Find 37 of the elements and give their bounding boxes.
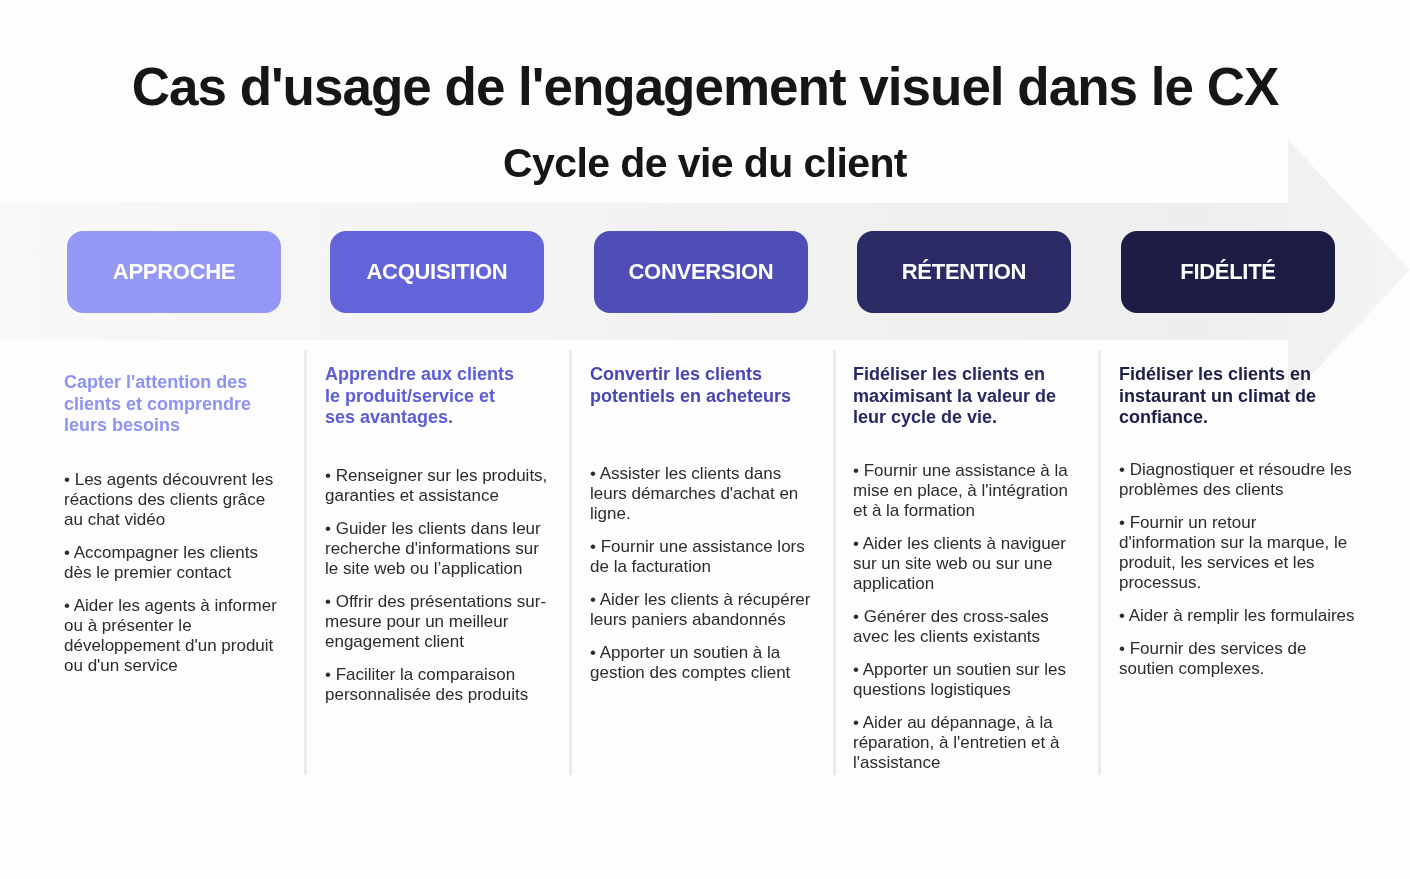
column-heading: Apprendre aux clients le produit/service et ses avantages. [325, 364, 516, 429]
bullet-text: • Apporter un soutien à la gestion des comptes client [590, 643, 792, 683]
column-heading: Convertir les clients potentiels en acheteurs [590, 364, 793, 407]
column-heading: Capter l'attention des clients et comprendre leurs besoins [64, 372, 253, 437]
stage-label: CONVERSION [628, 259, 774, 285]
stage-label: RÉTENTION [901, 259, 1027, 285]
subtitle: Cycle de vie du client [502, 140, 908, 187]
bullet-text: • Générer des cross-sales avec les clients existants [853, 607, 1050, 647]
stage-label: ACQUISITION [366, 259, 508, 285]
bullet-text: • Les agents découvrent les réactions des clients grâce au chat vidéo [64, 470, 275, 530]
stage-box [67, 231, 281, 313]
bullet-text: • Aider au dépannage, à la réparation, à l'entretien et à l'assistance [853, 713, 1061, 773]
bullet-text: • Fournir une assistance lors de la facturation [590, 537, 806, 577]
bullet-text: • Offrir des présentations sur-mesure pour un meilleur engagement client [325, 592, 548, 652]
stage-box [1121, 231, 1335, 313]
bullet-text: • Aider les clients à récupérer leurs paniers abandonnés [590, 590, 812, 630]
bullet-text: • Faciliter la comparaison personnalisée des produits [325, 665, 530, 705]
bullet-text: • Diagnostiquer et résoudre les problèmes des clients [1119, 460, 1353, 500]
column-heading: Fidéliser les clients en instaurant un climat de confiance. [1119, 364, 1318, 429]
bullet-text: • Assister les clients dans leurs démarches d'achat en ligne. [590, 464, 800, 524]
bullet-text: • Aider les clients à naviguer sur un site web ou sur une application [853, 534, 1067, 594]
stage-box [330, 231, 544, 313]
bullet-text: • Aider à remplir les formulaires [1119, 606, 1355, 626]
bullet-text: • Fournir des services de soutien complexes. [1119, 639, 1308, 679]
stage-label: APPROCHE [112, 259, 236, 285]
bullet-text: • Guider les clients dans leur recherche d'informations sur le site web ou l’application [325, 519, 542, 579]
bullet-text: • Aider les agents à informer ou à présenter le développement d'un produit ou d'un service [64, 596, 278, 676]
bullet-text: • Fournir un retour d'information sur la marque, le produit, les services et les processus. [1119, 513, 1349, 593]
stage-label: FIDÉLITÉ [1180, 259, 1276, 285]
stage-box [857, 231, 1071, 313]
stage-box [594, 231, 808, 313]
column-heading: Fidéliser les clients en maximisant la valeur de leur cycle de vie. [853, 364, 1058, 429]
bullet-text: • Renseigner sur les produits, garanties et assistance [325, 466, 549, 506]
title: Cas d'usage de l'engagement visuel dans le CX [130, 56, 1280, 117]
bullet-text: • Accompagner les clients dès le premier contact [64, 543, 259, 583]
bullet-text: • Fournir une assistance à la mise en place, à l'intégration et à la formation [853, 461, 1069, 521]
bullet-text: • Apporter un soutien sur les questions logistiques [853, 660, 1067, 700]
